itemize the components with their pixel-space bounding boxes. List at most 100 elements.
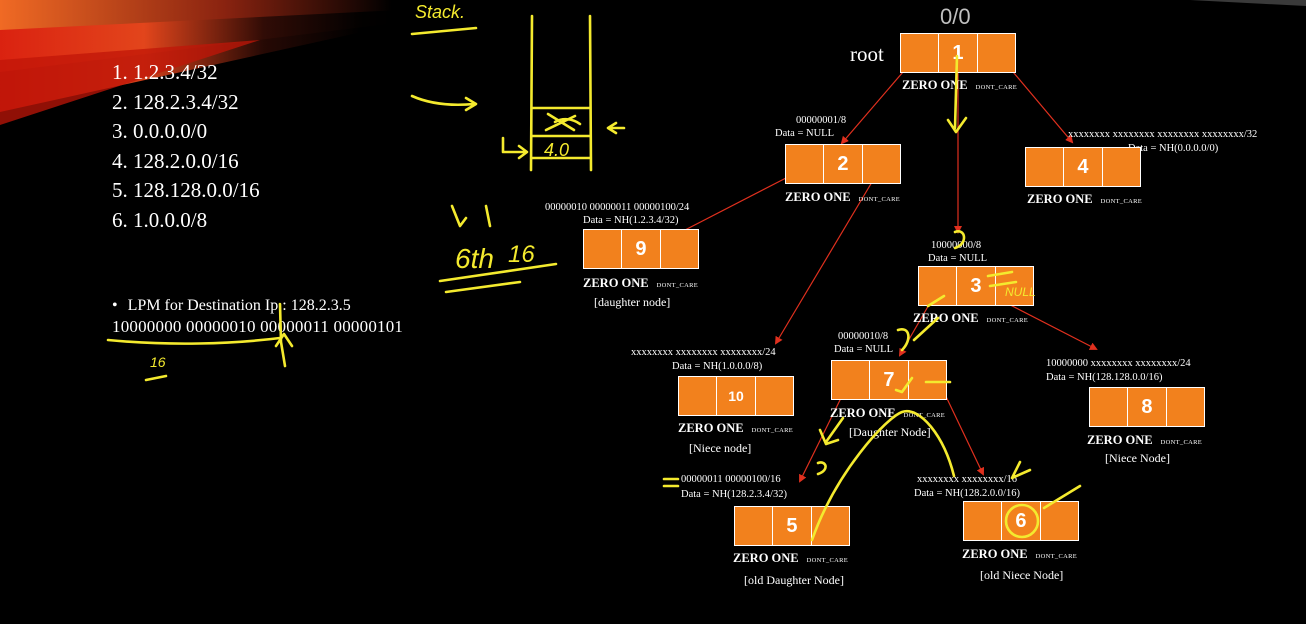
zero-one-text: ZERO ONE [913,311,979,325]
n7-marks [894,376,952,394]
trie-node-9: 9 [583,229,699,269]
node-sub-label: ZERO ONE DONT_CARE [1087,433,1202,448]
zero-one-text: ZERO ONE [962,547,1028,561]
edge-7-6 [934,378,985,476]
edge-2-10 [774,164,885,345]
node-sub-label: ZERO ONE DONT_CARE [1027,192,1142,207]
root-label: root [850,42,884,66]
edge-root-4 [996,52,1074,144]
dont-care-text: DONT_CARE [903,412,945,419]
node-one-cell: 9 [622,230,661,268]
zero-one-text: ZERO ONE [1027,192,1093,206]
node-sub-label: ZERO ONE DONT_CARE [962,547,1077,562]
node-one-cell: 1 [939,34,978,72]
nth-marks [450,204,492,228]
stack-enter-arrow [501,136,529,160]
dont-care-text: DONT_CARE [1100,198,1142,205]
trie-node-2: 2 [785,144,901,184]
n5-data-label: Data = NH(128.2.3.4/32) [681,489,787,500]
dont-care-text: DONT_CARE [975,84,1017,91]
n7-to-n5-mark [818,416,845,446]
lpm-heading: •LPM for Destination Ip : 128.2.3.5 [112,297,351,315]
stack-underline [410,26,478,36]
edge-root-2 [840,64,910,145]
node-zero-cell [1026,148,1065,186]
sixteen-handwriting: 16 [508,241,535,268]
zero-one-text: ZERO ONE [830,406,896,420]
n4-data-label: Data = NH(0.0.0.0/0) [1128,143,1219,154]
node-zero-cell [1090,388,1129,426]
n2-data-label: Data = NULL [775,128,834,139]
zero-one-text: ZERO ONE [1087,433,1153,447]
n6-pointer-mark [1042,484,1082,510]
nth-handwriting: 6th [455,243,494,274]
n6-mark [1010,460,1032,480]
stack-slots [530,106,592,160]
trie-node-10: 10 [678,376,794,416]
bits-sixteen-underline [144,374,168,382]
bits-underline [106,336,282,345]
n6-data-label: Data = NH(128.2.0.0/16) [914,488,1020,499]
prefix-item: 2. 128.2.3.4/32 [112,89,239,114]
n9-data-label: Data = NH(1.2.3.4/32) [583,215,679,226]
dont-care-text: DONT_CARE [1035,553,1077,560]
n5-prefix-mark [662,461,827,488]
prefix-item: 1. 1.2.3.4/32 [112,60,218,84]
push-arrow [410,94,478,112]
bullet: • [112,297,118,314]
trie-node-6: 6 [963,501,1079,541]
node-zero-cell [786,145,825,183]
dont-care-text: DONT_CARE [806,557,848,564]
dont-care-text: DONT_CARE [986,317,1028,324]
n4-prefix-label: xxxxxxxx xxxxxxxx xxxxxxxx xxxxxxxx/32 [1068,129,1258,140]
node-one-cell: 4 [1064,148,1103,186]
prefix-item: 5. 128.128.0.0/16 [112,178,260,202]
n2-prefix-label: 00000001/8 [796,115,847,126]
n3-data-label: Data = NULL [928,253,987,264]
zero-one-text: ZERO ONE [583,276,649,290]
node-zero-cell [679,377,718,415]
trie-node-4: 4 [1025,147,1141,187]
n8-prefix-label: 10000000 xxxxxxxx xxxxxxxx/24 [1046,358,1191,369]
prefix-item: 4. 128.2.0.0/16 [112,148,239,173]
zero-one-text: ZERO ONE [678,421,744,435]
stack-sides [529,14,593,172]
prefix-list: 1. 1.2.3.4/32 2. 128.2.3.4/32 3. 0.0.0.0… [112,58,260,235]
n8-data-label: Data = NH(128.128.0.0/16) [1046,372,1163,383]
top-address: 0/0 [940,4,971,29]
null-handwriting: NULL [1005,285,1036,299]
n5-prefix-label: 00000011 00000100/16 [681,474,781,485]
node-zero-cell [584,230,623,268]
node-zero-cell [901,34,940,72]
nth-underlines [438,262,558,294]
n8-caption: [Niece Node] [1105,451,1170,465]
n10-data-label: Data = NH(1.0.0.0/8) [672,361,763,372]
destination-bits: 10000000 00000010 00000011 00000101 [112,317,404,336]
zero-one-text: ZERO ONE [785,190,851,204]
backtrack-path [810,409,956,542]
node-sub-label: ZERO ONE DONT_CARE [830,406,945,421]
dont-care-text: DONT_CARE [1160,439,1202,446]
n7-prefix-mark [896,328,910,352]
node-zero-cell [919,267,958,305]
stack-item: 4.0 [544,140,569,160]
node-sub-label: ZERO ONE DONT_CARE [733,551,848,566]
n3-prefix-label: 10000000/8 [931,240,982,251]
node-one-cell: 6 [1002,502,1041,540]
node-zero-cell [735,507,774,545]
n6-highlight-circle [1004,503,1040,539]
n9-caption: [daughter node] [594,295,671,309]
zero-one-text: ZERO ONE [733,551,799,565]
node-sub-label: ZERO ONE DONT_CARE [913,311,1028,326]
trie-node-8: 8 [1089,387,1205,427]
bits-sixteen-handwriting: 16 [150,354,166,370]
trie-node-7: 7 [831,360,947,400]
n9-prefix-label: 00000010 00000011 00000100/24 [545,202,690,213]
node-zero-cell [832,361,871,399]
root-path-mark [946,54,968,134]
dont-care-text: DONT_CARE [656,282,698,289]
